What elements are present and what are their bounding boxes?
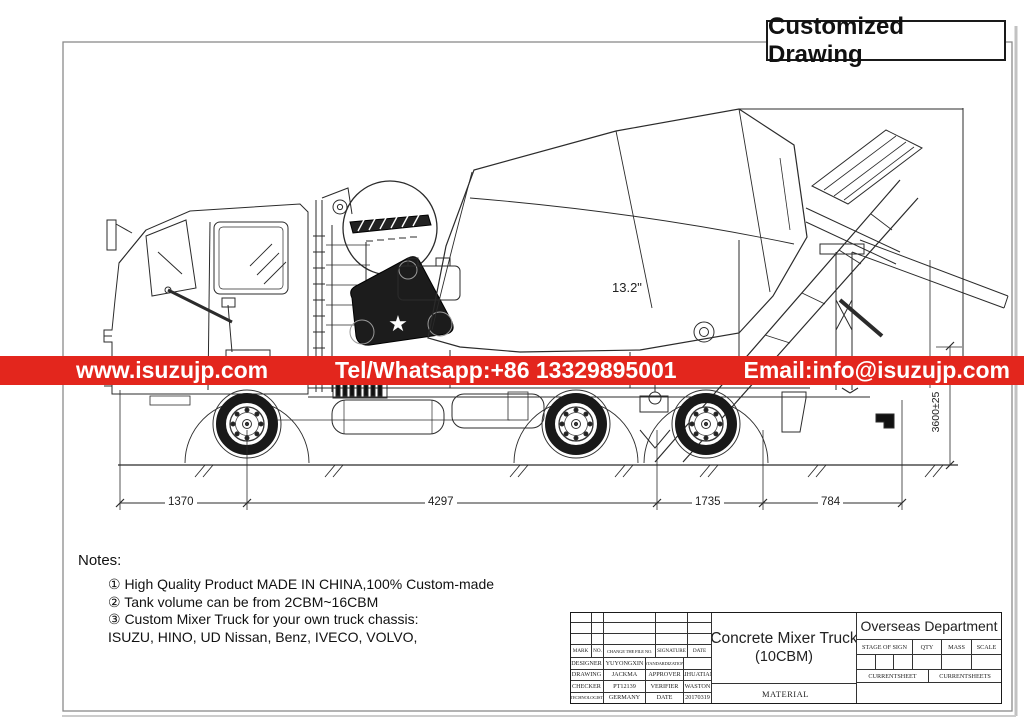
titleblock-header-change: CHANGE THE FILE NO.	[604, 645, 656, 658]
titleblock-empty-cell	[894, 655, 913, 670]
titleblock-empty-cell	[570, 623, 592, 634]
note-line-3: ③ Custom Mixer Truck for your own truck …	[108, 611, 419, 627]
titleblock-current-sheet: CURRENT SHEET	[857, 670, 929, 683]
contact-banner: www.isuzujp.com Tel/Whatsapp:+86 1332989…	[0, 356, 1024, 385]
titleblock-header-mark: MARK	[570, 645, 592, 658]
drum-drive: ★	[349, 256, 461, 346]
titleblock-empty-cell	[604, 623, 656, 634]
titleblock-drawing-label: DRAWING	[570, 669, 604, 681]
dim-front-overhang: 1370	[165, 496, 197, 508]
titleblock-approver-value: LIHUATIAN	[684, 669, 712, 681]
dim-bogie-spacing: 1735	[692, 496, 724, 508]
note-line-1: ① High Quality Product MADE IN CHINA,100…	[108, 576, 495, 592]
titleblock-empty-cell	[570, 634, 592, 645]
titleblock-checker-value: PT12139	[604, 681, 646, 693]
dim-drum-angle: 13.2"	[612, 280, 642, 295]
customized-drawing-box: Customized Drawing	[766, 13, 1006, 68]
titleblock-designer-value: YUYONGXIN	[604, 658, 646, 670]
titleblock-r1-value2	[684, 658, 712, 670]
titleblock-header-no: NO.	[592, 645, 604, 658]
titleblock-drawing-value: JACKMA	[604, 669, 646, 681]
titleblock-checker-label: CHECKER	[570, 681, 604, 693]
banner-phone: Tel/Whatsapp:+86 13329895001	[335, 357, 677, 383]
titleblock-technologist-label: TECHNOLOGIST	[570, 692, 604, 704]
titleblock-empty-cell	[688, 612, 712, 623]
note-line-2: ② Tank volume can be from 2CBM~16CBM	[108, 593, 379, 610]
dimension-lines	[115, 341, 962, 510]
titleblock-empty-cell	[972, 655, 1002, 670]
titleblock-empty-cell	[942, 655, 972, 670]
titleblock-material-label: MATERIAL	[712, 684, 857, 704]
titleblock-empty-cell	[857, 683, 1002, 704]
dim-height: 3600±25	[930, 390, 942, 434]
notes-heading: Notes:	[78, 552, 122, 569]
titleblock-empty-cell	[688, 634, 712, 645]
titleblock-stage-of-sign: STAGE OF SIGN	[857, 640, 913, 655]
product-title: Concrete Mixer Truck	[712, 629, 857, 647]
titleblock-verifier-label: VERIFIER	[646, 681, 684, 693]
titleblock-mass: MASS	[942, 640, 972, 655]
titleblock-standardization-label: STANDARDIZATION	[646, 658, 684, 670]
titleblock-empty-cell	[656, 634, 688, 645]
title-block: MARK NO. CHANGE THE FILE NO. SIGNATURE D…	[570, 612, 1002, 704]
titleblock-current-sheets: CURRENT SHEETS	[929, 670, 1002, 683]
titleblock-empty-cell	[656, 623, 688, 634]
titleblock-empty-cell	[592, 623, 604, 634]
titleblock-empty-cell	[876, 655, 894, 670]
titleblock-verifier-value: WASTON	[684, 681, 712, 693]
titleblock-empty-cell	[604, 634, 656, 645]
titleblock-qty: QTY	[913, 640, 942, 655]
titleblock-empty-cell	[913, 655, 942, 670]
titleblock-empty-cell	[688, 623, 712, 634]
page-title: Customized Drawing	[768, 12, 905, 68]
ground-line	[118, 464, 958, 478]
banner-email: Email:info@isuzujp.com	[743, 357, 1011, 383]
titleblock-empty-cell	[857, 655, 876, 670]
titleblock-header-signature: SIGNATURE	[656, 645, 688, 658]
svg-text:★: ★	[388, 311, 408, 336]
titleblock-technologist-value: GERMANY	[604, 692, 646, 704]
mixer-drum	[427, 108, 808, 388]
titleblock-empty-cell	[592, 612, 604, 623]
titleblock-empty-cell	[592, 634, 604, 645]
titleblock-empty-cell	[656, 612, 688, 623]
wheels	[184, 390, 769, 464]
titleblock-empty-cell	[570, 612, 592, 623]
titleblock-product-cell: Concrete Mixer Truck (10CBM)	[712, 612, 857, 684]
note-line-4: ISUZU, HINO, UD Nissan, Benz, IVECO, VOL…	[108, 628, 418, 645]
titleblock-date-value: 20170319	[684, 692, 712, 704]
product-size: (10CBM)	[754, 648, 813, 665]
titleblock-approver-label: APPROVER	[646, 669, 684, 681]
dim-wheelbase: 4297	[425, 496, 457, 508]
titleblock-department: Overseas Department	[857, 612, 1002, 640]
titleblock-date-label: DATE	[646, 692, 684, 704]
chassis-tanks	[270, 380, 895, 449]
titleblock-designer-label: DESIGNER	[570, 658, 604, 670]
titleblock-header-date: DATE	[688, 645, 712, 658]
notes-section: Notes: ① High Quality Product MADE IN CH…	[78, 552, 538, 646]
banner-website: www.isuzujp.com	[76, 357, 269, 383]
dim-rear-overhang: 784	[818, 496, 844, 508]
titleblock-scale: SCALE	[972, 640, 1002, 655]
titleblock-empty-cell	[604, 612, 656, 623]
